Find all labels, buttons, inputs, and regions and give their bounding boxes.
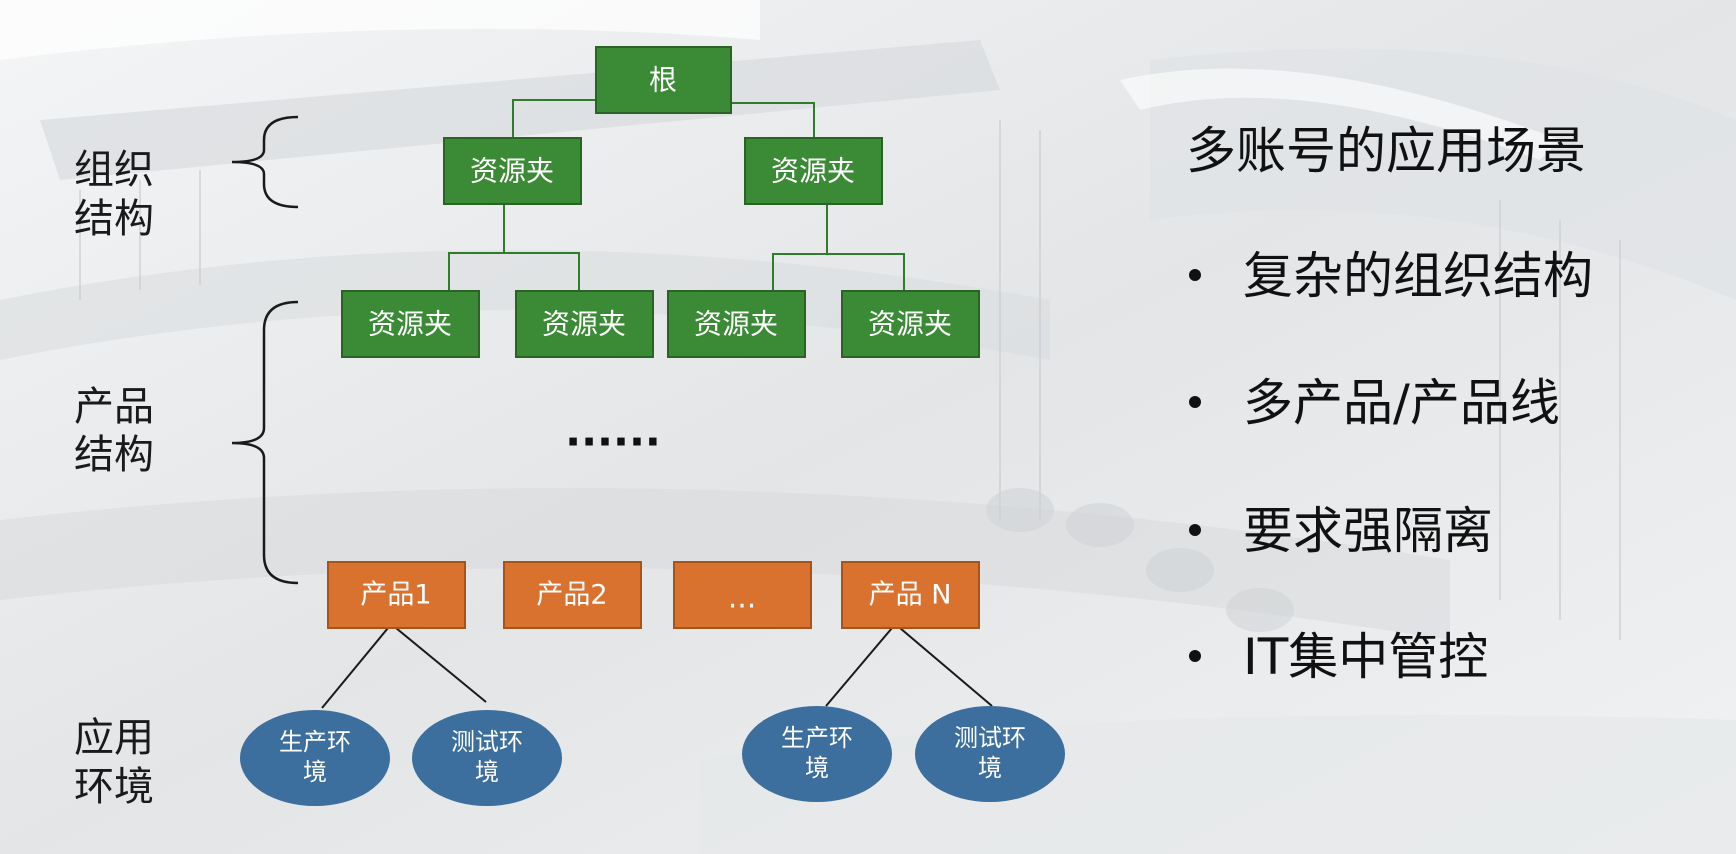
env-node-prod-n: 生产环 境 — [742, 706, 892, 802]
bullet-item-3: 要求强隔离 — [1189, 502, 1493, 560]
side-label-product-line1: 产品 — [74, 384, 154, 430]
brace-org — [231, 115, 299, 209]
side-label-org: 组织 结构 — [74, 147, 154, 242]
folder-node-l2-1: 资源夹 — [341, 290, 480, 358]
folder-label: 资源夹 — [868, 308, 952, 341]
bullet-item-1: 复杂的组织结构 — [1189, 247, 1593, 305]
env-label-line1: 生产环 — [279, 728, 351, 756]
side-label-product: 产品 结构 — [74, 384, 154, 478]
root-node: 根 — [595, 46, 732, 114]
folder-label: 资源夹 — [470, 155, 554, 188]
bullet-text: 复杂的组织结构 — [1243, 247, 1593, 305]
product-label: ... — [728, 581, 757, 616]
env-label-line2: 境 — [303, 758, 327, 786]
root-label: 根 — [649, 64, 677, 97]
folder-node-l2-3: 资源夹 — [667, 290, 806, 358]
env-node-test-n: 测试环 境 — [915, 706, 1065, 802]
bullet-dot — [1189, 269, 1201, 281]
connector-folder-left-2 — [504, 252, 580, 291]
bullet-item-4: IT集中管控 — [1189, 628, 1488, 686]
folder-label: 资源夹 — [694, 308, 778, 341]
env-node-test-1: 测试环 境 — [412, 710, 562, 806]
connector-p1-test — [395, 627, 487, 703]
connector-root-right — [731, 102, 815, 139]
connector-root-left — [512, 99, 597, 139]
connector-p1-prod — [321, 627, 389, 709]
env-connectors — [321, 627, 993, 709]
env-label-line1: 生产环 — [781, 724, 853, 752]
env-node-prod-1: 生产环 境 — [240, 710, 390, 806]
product-node-2: 产品2 — [503, 561, 642, 629]
org-tree-connectors — [448, 99, 905, 291]
side-label-app-line1: 应用 — [74, 715, 154, 761]
product-node-1: 产品1 — [327, 561, 466, 629]
folder-label: 资源夹 — [542, 308, 626, 341]
product-label: 产品1 — [360, 580, 431, 611]
brace-product — [231, 300, 299, 585]
folder-node-l1-right: 资源夹 — [744, 137, 883, 205]
side-label-org-line2: 结构 — [74, 196, 154, 242]
side-label-product-line2: 结构 — [74, 432, 154, 478]
product-label: 产品2 — [536, 580, 607, 611]
connector-pn-prod — [825, 627, 893, 707]
connector-pn-test — [899, 627, 993, 707]
connector-folder-left — [448, 204, 505, 291]
bullet-dot — [1189, 396, 1201, 408]
env-label-line1: 测试环 — [451, 728, 523, 756]
product-node-n: 产品 N — [841, 561, 980, 629]
bullet-text: 要求强隔离 — [1243, 502, 1493, 560]
bullet-dot — [1189, 650, 1201, 662]
folder-label: 资源夹 — [771, 155, 855, 188]
folder-node-l1-left: 资源夹 — [443, 137, 582, 205]
env-label-line2: 境 — [978, 754, 1002, 782]
more-folders-ellipsis: ······ — [565, 417, 661, 466]
side-label-org-line1: 组织 — [74, 147, 154, 193]
side-label-app: 应用 环境 — [74, 715, 154, 810]
bullet-dot — [1189, 524, 1201, 536]
product-node-ellipsis: ... — [673, 561, 812, 629]
connector-folder-right — [772, 204, 828, 291]
bullet-item-2: 多产品/产品线 — [1189, 374, 1560, 432]
connector-folder-right-2 — [827, 253, 905, 291]
env-label-line2: 境 — [475, 758, 499, 786]
side-label-app-line2: 环境 — [74, 764, 154, 810]
panel-title: 多账号的应用场景 — [1186, 122, 1586, 180]
folder-node-l2-2: 资源夹 — [515, 290, 654, 358]
product-label: 产品 N — [869, 580, 952, 611]
bullet-text: 多产品/产品线 — [1243, 374, 1560, 432]
folder-label: 资源夹 — [368, 308, 452, 341]
env-label-line2: 境 — [805, 754, 829, 782]
scenario-panel: 多账号的应用场景 复杂的组织结构 多产品/产品线 要求强隔离 IT集中管控 — [1186, 122, 1593, 686]
bullet-text: IT集中管控 — [1243, 628, 1488, 686]
env-label-line1: 测试环 — [954, 724, 1026, 752]
folder-node-l2-4: 资源夹 — [841, 290, 980, 358]
